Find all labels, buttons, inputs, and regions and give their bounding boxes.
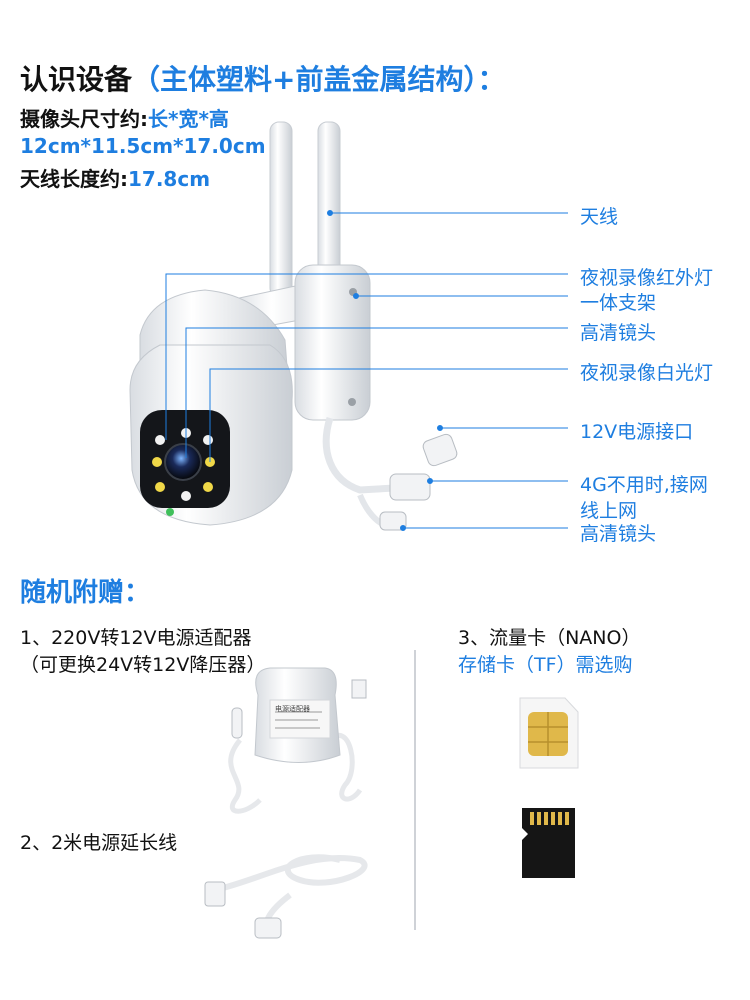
size-values: 12cm*11.5cm*17.0cm bbox=[20, 134, 266, 158]
accessories-title: 随机附赠： bbox=[20, 578, 151, 608]
white-led-icon bbox=[155, 482, 165, 492]
callout-network-line1: 4G不用时,接网 bbox=[580, 474, 708, 496]
status-led-icon bbox=[166, 508, 174, 516]
callout-white-led: 夜视录像白光灯 bbox=[580, 362, 714, 384]
antenna-line: 天线长度约:17.8cm bbox=[20, 163, 210, 192]
ir-led-icon bbox=[203, 435, 213, 445]
ir-led-icon bbox=[155, 435, 165, 445]
callout-power-port: 12V电源接口 bbox=[580, 421, 694, 443]
lens-icon bbox=[164, 443, 202, 481]
adapter-cord-right bbox=[328, 732, 363, 802]
white-led-icon bbox=[152, 457, 162, 467]
ac-plug-icon bbox=[204, 881, 226, 907]
power-cable bbox=[322, 416, 396, 494]
wall-plate bbox=[294, 264, 371, 421]
antenna-label: 天线长度约: bbox=[20, 167, 128, 191]
size-label: 摄像头尺寸约: bbox=[20, 107, 148, 131]
callout-hd-lens: 高清镜头 bbox=[580, 322, 657, 344]
ir-led-icon bbox=[181, 491, 191, 501]
white-led-icon bbox=[203, 482, 213, 492]
size-line: 摄像头尺寸约:长*宽*高 bbox=[20, 103, 229, 132]
callout-lines bbox=[165, 210, 568, 531]
callout-hd-lens-2: 高清镜头 bbox=[580, 523, 657, 545]
cable-plug bbox=[379, 511, 407, 531]
title-paren: （主体塑料+前盖金属结构）： bbox=[132, 63, 506, 96]
dc-power-jack bbox=[422, 433, 458, 467]
callout-bracket: 一体支架 bbox=[580, 292, 657, 314]
callout-network-line2: 线上网 bbox=[580, 500, 638, 522]
item-extension-cable: 2、2米电源延长线 bbox=[20, 832, 178, 854]
callout-ir-led: 夜视录像红外灯 bbox=[580, 267, 714, 289]
size-dims: 长*宽*高 bbox=[148, 107, 229, 131]
screw-icon bbox=[348, 398, 356, 406]
adapter-label-plate bbox=[269, 699, 331, 739]
callout-antenna: 天线 bbox=[580, 206, 619, 228]
extension-cable bbox=[214, 854, 368, 893]
adapter-cord-left bbox=[228, 738, 262, 814]
ac-plug-icon bbox=[351, 679, 367, 699]
item-adapter-line2: （可更换24V转12V降压器） bbox=[20, 654, 266, 676]
dc-plug-icon bbox=[231, 707, 243, 739]
item-sim-line2: 存储卡（TF）需选购 bbox=[458, 654, 633, 676]
item-sim-line1: 3、流量卡（NANO） bbox=[458, 627, 641, 649]
rj45-connector bbox=[389, 473, 431, 501]
adapter-label: 电源适配器 bbox=[275, 705, 310, 713]
page-title: 认识设备（主体塑料+前盖金属结构）： bbox=[20, 58, 505, 98]
tf-card-icon bbox=[522, 808, 575, 878]
title-main: 认识设备 bbox=[20, 63, 133, 96]
antenna-value: 17.8cm bbox=[128, 167, 211, 191]
extension-socket-icon bbox=[254, 917, 282, 939]
antenna-left bbox=[269, 121, 293, 298]
item-adapter-line1: 1、220V转12V电源适配器 bbox=[20, 627, 252, 649]
